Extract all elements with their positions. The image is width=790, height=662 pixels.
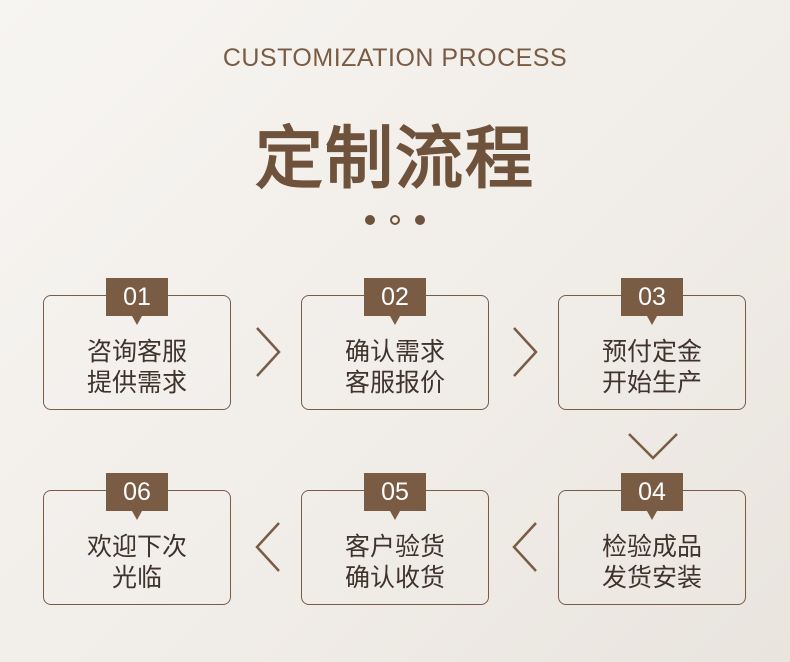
step-line-1: 欢迎下次: [86, 532, 187, 561]
step-line-1: 预付定金: [601, 337, 702, 366]
step-description: 咨询客服 提供需求: [44, 336, 230, 398]
dot-icon: [365, 215, 375, 225]
section-subtitle: CUSTOMIZATION PROCESS: [222, 44, 568, 72]
dot-icon: [390, 215, 400, 225]
step-line-2: 提供需求: [86, 368, 187, 397]
step-line-1: 确认需求: [344, 337, 445, 366]
decorative-dots: [0, 215, 790, 225]
step-line-1: 咨询客服: [86, 337, 187, 366]
step-description: 确认需求 客服报价: [302, 336, 488, 398]
step-card-02: 02 确认需求 客服报价: [301, 278, 489, 410]
section-title: 定制流程: [254, 120, 535, 199]
step-number-badge: 01: [106, 278, 168, 325]
step-description: 预付定金 开始生产: [559, 336, 745, 398]
chevron-left-icon: [512, 521, 538, 573]
step-number-badge: 06: [106, 473, 168, 520]
step-number-badge: 02: [364, 278, 426, 325]
step-card-05: 05 客户验货 确认收货: [301, 473, 489, 605]
step-line-2: 开始生产: [601, 368, 702, 397]
step-line-2: 发货安装: [601, 563, 702, 592]
step-number-badge: 03: [621, 278, 683, 325]
step-number-badge: 05: [364, 473, 426, 520]
step-line-2: 光临: [111, 563, 162, 592]
step-line-2: 客服报价: [344, 368, 445, 397]
step-card-01: 01 咨询客服 提供需求: [43, 278, 231, 410]
step-number-badge: 04: [621, 473, 683, 520]
step-card-03: 03 预付定金 开始生产: [558, 278, 746, 410]
step-line-2: 确认收货: [344, 563, 445, 592]
chevron-right-icon: [512, 326, 538, 378]
chevron-right-icon: [255, 326, 281, 378]
dot-icon: [415, 215, 425, 225]
step-description: 欢迎下次 光临: [44, 531, 230, 593]
step-description: 检验成品 发货安装: [559, 531, 745, 593]
step-description: 客户验货 确认收货: [302, 531, 488, 593]
step-line-1: 检验成品: [601, 532, 702, 561]
chevron-down-icon: [627, 432, 679, 460]
chevron-left-icon: [255, 521, 281, 573]
step-card-06: 06 欢迎下次 光临: [43, 473, 231, 605]
step-card-04: 04 检验成品 发货安装: [558, 473, 746, 605]
step-line-1: 客户验货: [344, 532, 445, 561]
